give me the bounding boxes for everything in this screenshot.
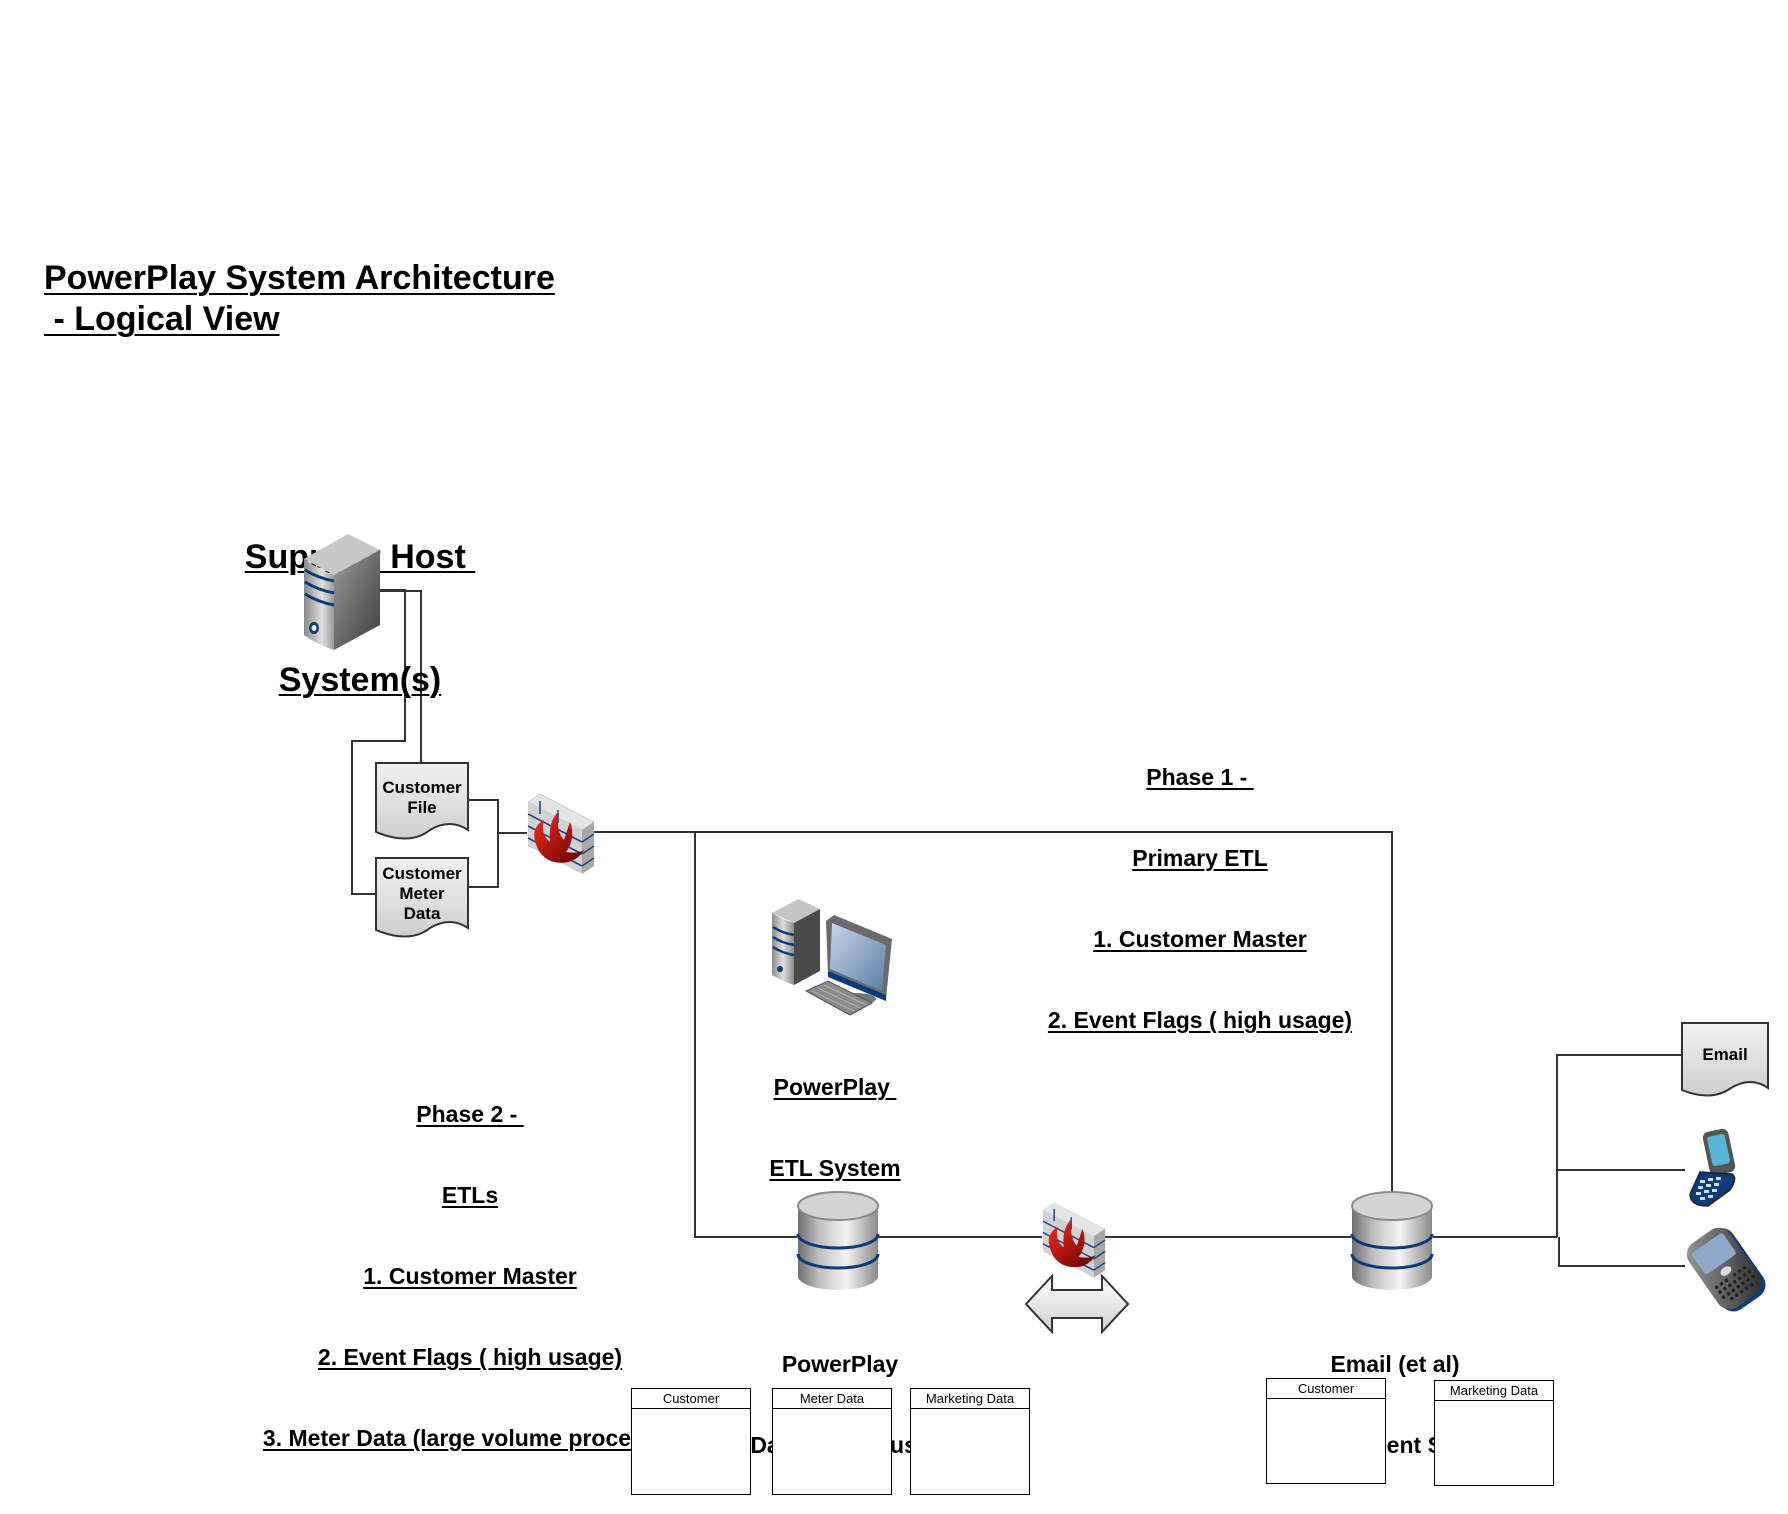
table-header: Marketing Data: [911, 1389, 1029, 1409]
customer-file-document-icon[interactable]: [375, 762, 470, 847]
table-header: Marketing Data: [1435, 1381, 1553, 1401]
smartphone-icon[interactable]: [1684, 1226, 1770, 1312]
connector-hub-to-smartphone: [1558, 1237, 1685, 1267]
firewall-icon[interactable]: [1041, 1200, 1107, 1280]
table-entity-dw-customer[interactable]: Customer: [631, 1388, 751, 1495]
phase1-annotation: Phase 1 - Primary ETL 1. Customer Master…: [1047, 764, 1353, 1033]
etl-system-label: PowerPlay ETL System: [769, 1074, 901, 1181]
email-document-icon[interactable]: [1681, 1022, 1771, 1104]
connector-hub-to-email: [1556, 1054, 1682, 1237]
table-entity-em-customer[interactable]: Customer: [1266, 1378, 1386, 1484]
table-entity-dw-marketing-data[interactable]: Marketing Data: [910, 1388, 1030, 1495]
data-warehouse-database-icon[interactable]: [796, 1190, 880, 1292]
email-label: Email: [1702, 1045, 1748, 1064]
table-header: Meter Data: [773, 1389, 891, 1409]
table-header: Customer: [1267, 1379, 1385, 1399]
connector-customer-file-to-hub: [468, 799, 499, 888]
title-line-1: PowerPlay System Architecture: [44, 259, 555, 297]
firewall-icon[interactable]: [526, 792, 596, 876]
flip-phone-icon[interactable]: [1686, 1128, 1744, 1208]
workstation-icon[interactable]: [768, 893, 898, 1021]
customer-meter-data-document-icon[interactable]: [375, 857, 470, 945]
table-entity-dw-meter-data[interactable]: Meter Data: [772, 1388, 892, 1495]
server-tower-icon[interactable]: [300, 532, 382, 652]
table-header: Customer: [632, 1389, 750, 1409]
connector-phase2-to-warehouse: [694, 832, 797, 1238]
connector-server-to-meter-data: [351, 589, 406, 895]
email-mgmt-database-icon[interactable]: [1350, 1190, 1434, 1292]
double-arrow-icon[interactable]: [1024, 1274, 1130, 1334]
diagram-title: PowerPlay System Architecture - Logical …: [44, 258, 555, 340]
title-line-2: - Logical View: [44, 300, 280, 338]
connector-firewall-to-email-mgmt: [592, 831, 1393, 1192]
table-entity-em-marketing-data[interactable]: Marketing Data: [1434, 1380, 1554, 1486]
